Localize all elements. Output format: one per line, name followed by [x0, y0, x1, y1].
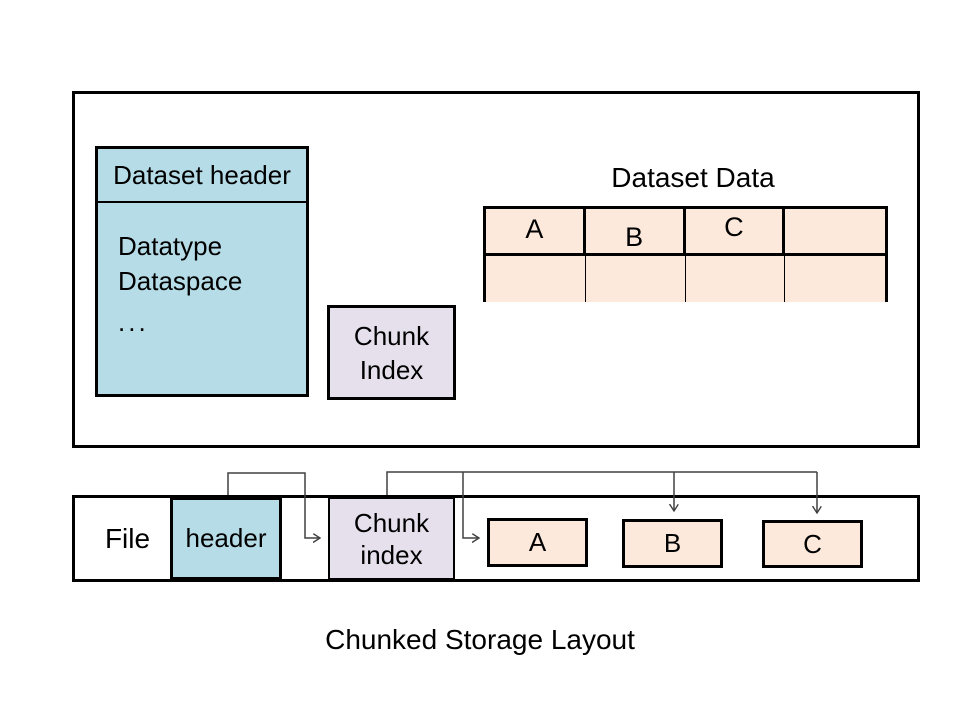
dataspace-label: Dataspace: [118, 266, 243, 296]
table-cell-row2-1: [486, 256, 586, 302]
chunk-index-bottom-line2: index: [360, 539, 423, 570]
chunk-c-label: C: [803, 528, 822, 559]
datatype-label: Datatype: [118, 231, 223, 261]
file-header-label: header: [185, 523, 267, 553]
ellipsis-label: ...: [118, 307, 149, 337]
table-cell-empty: [785, 209, 885, 256]
slide-title: Chunked Storage Layout: [325, 624, 635, 655]
chunk-a-label: A: [528, 527, 547, 557]
table-cell-row2-2: [585, 256, 686, 302]
chunk-index-bottom-line1: Chunk: [353, 507, 430, 538]
file-header-box: header: [170, 497, 282, 580]
table-cell-a: A: [486, 209, 586, 256]
table-cell-row2-3: [685, 256, 786, 302]
chunk-index-top-line1: Chunk: [353, 320, 430, 351]
table-cell-row2-4: [785, 256, 885, 302]
dataset-data-table: A B C: [483, 206, 888, 302]
chunk-a-box: A: [487, 518, 588, 567]
table-cell-b: B: [585, 209, 686, 256]
chunk-index-top-line2: Index: [359, 354, 424, 385]
table-cell-c: C: [685, 209, 786, 256]
chunk-b-label: B: [663, 528, 682, 558]
dataset-header-title: Dataset header: [98, 149, 306, 203]
dataset-data-label: Dataset Data: [611, 162, 775, 193]
dataset-header-box: Dataset header Datatype Dataspace ...: [95, 146, 309, 397]
chunk-b-box: B: [622, 519, 723, 568]
chunk-index-box-top: Chunk Index: [327, 305, 456, 400]
chunk-index-box-bottom: Chunk index: [328, 497, 455, 580]
file-label: File: [104, 522, 151, 554]
chunk-c-box: C: [762, 520, 863, 568]
arrow-chunkindex-trunk: [386, 471, 817, 495]
dataset-header-body: Datatype Dataspace ...: [98, 203, 306, 340]
